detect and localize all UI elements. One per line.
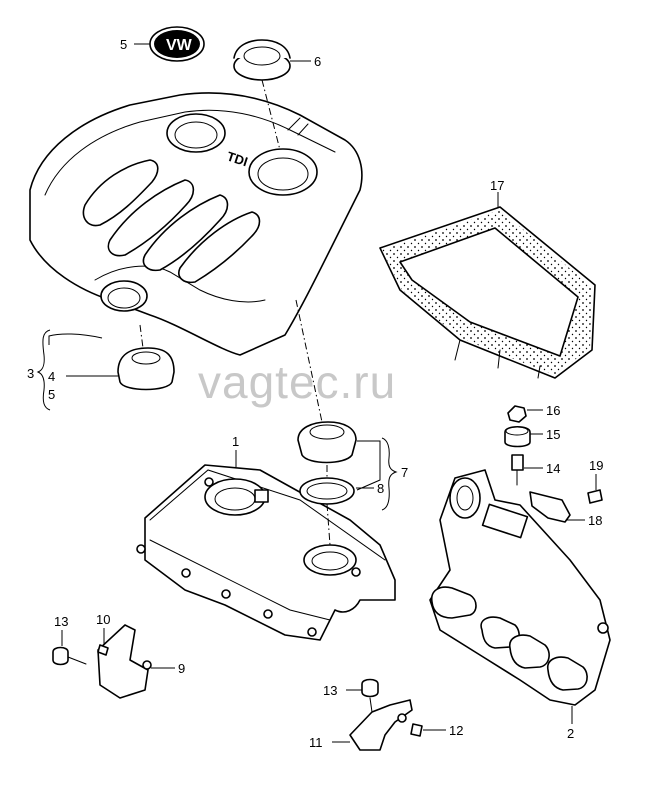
callout-9: 9 bbox=[178, 661, 185, 676]
callout-10: 10 bbox=[96, 612, 110, 627]
callout-1: 1 bbox=[232, 434, 239, 449]
bracket-left bbox=[52, 624, 152, 699]
cylinder-head-cover bbox=[136, 464, 396, 641]
callout-17: 17 bbox=[490, 178, 504, 193]
callout-7: 7 bbox=[401, 465, 408, 480]
callout-5-group: 5 bbox=[48, 387, 55, 402]
callout-3: 3 bbox=[27, 366, 34, 381]
bracket-right bbox=[529, 489, 603, 523]
callout-19: 19 bbox=[589, 458, 603, 473]
vw-emblem: VW bbox=[149, 26, 205, 62]
callout-2: 2 bbox=[567, 726, 574, 741]
intake-manifold bbox=[429, 469, 611, 706]
callout-14: 14 bbox=[546, 461, 560, 476]
bracket-bottom bbox=[349, 678, 423, 751]
stud-assembly bbox=[504, 405, 531, 486]
engine-cover: TDI bbox=[29, 92, 363, 356]
callout-13-bottom: 13 bbox=[323, 683, 337, 698]
tray-insert bbox=[379, 206, 596, 379]
callout-5-emblem: 5 bbox=[120, 37, 127, 52]
callout-11: 11 bbox=[309, 735, 323, 750]
callout-6: 6 bbox=[314, 54, 321, 69]
watermark: vagtec.ru bbox=[198, 356, 396, 408]
tdi-badge: TDI bbox=[225, 149, 250, 170]
callout-8: 8 bbox=[377, 481, 384, 496]
grommet-top bbox=[233, 39, 291, 81]
callout-16: 16 bbox=[546, 403, 560, 418]
o-ring bbox=[299, 477, 355, 505]
callout-15: 15 bbox=[546, 427, 560, 442]
callout-12: 12 bbox=[449, 723, 463, 738]
callout-18: 18 bbox=[588, 513, 602, 528]
callout-4: 4 bbox=[48, 369, 55, 384]
svg-text:VW: VW bbox=[166, 37, 193, 54]
grommet-lower bbox=[117, 347, 175, 391]
cap-seal bbox=[297, 421, 357, 464]
callout-13-left: 13 bbox=[54, 614, 68, 629]
